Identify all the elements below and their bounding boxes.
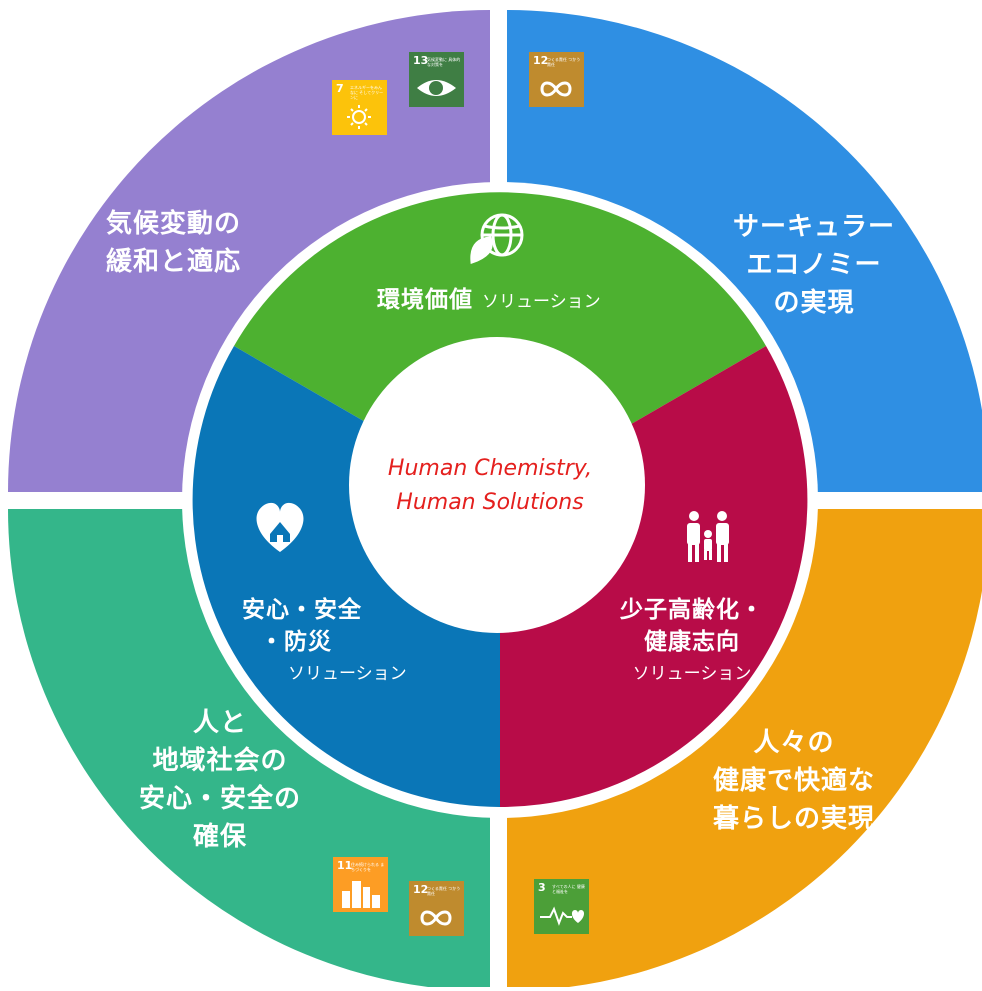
label-community-line2: 地域社会の xyxy=(152,746,288,776)
sdg-goal13-text: 気候変動に 具体的な対策を xyxy=(427,57,461,67)
infinity-icon xyxy=(540,81,572,97)
center-circle xyxy=(349,337,645,633)
label-climate: 気候変動の 緩和と適応 xyxy=(106,205,241,281)
sdg-goal7-number: 7 xyxy=(336,82,344,95)
sdg-goal11-tile: 11 住み続けられる まちづくりを xyxy=(333,857,388,912)
sdg-goal3-number: 3 xyxy=(538,881,546,894)
center-slogan: Human Chemistry, Human Solutions xyxy=(350,452,630,520)
sun-power-icon xyxy=(347,105,371,129)
label-safety-sub: ソリューション xyxy=(288,664,407,684)
sdg-goal12-top-tile: 12 つくる責任 つかう責任 xyxy=(529,52,584,107)
label-health-title2: 健康志向 xyxy=(644,629,740,655)
sdg-goal12-top-number: 12 xyxy=(533,54,549,67)
center-slogan-line2: Human Solutions xyxy=(396,490,584,515)
sdg-goal11-text: 住み続けられる まちづくりを xyxy=(351,862,385,872)
sdg-goal12-bottom-tile: 12 つくる責任 つかう責任 xyxy=(409,881,464,936)
label-climate-line2: 緩和と適応 xyxy=(106,247,242,277)
sdg-goal7-tile: 7 エネルギーをみんなに そしてクリーンに xyxy=(332,80,387,135)
label-safety-title1: 安心・安全 xyxy=(242,597,362,623)
label-environment: 環境価値 ソリューション xyxy=(377,284,601,318)
label-circular-line3: の実現 xyxy=(773,288,855,318)
heartbeat-icon xyxy=(540,906,585,926)
sdg-goal3-text: すべての人に 健康と福祉を xyxy=(552,884,585,894)
sdg-goal3-tile: 3 すべての人に 健康と福祉を xyxy=(534,879,589,934)
label-environment-sub: ソリューション xyxy=(482,292,601,312)
label-safety: 安心・安全 ・防災 ソリューション xyxy=(238,594,438,690)
infinity-icon xyxy=(420,910,452,926)
family-icon xyxy=(687,511,729,562)
sdg-goal11-number: 11 xyxy=(337,859,353,872)
label-wellbeing-line1: 人々の xyxy=(753,728,835,758)
label-safety-title2: ・防災 xyxy=(260,629,332,655)
eye-globe-icon xyxy=(417,80,456,96)
label-wellbeing: 人々の 健康で快適な 暮らしの実現 xyxy=(688,724,900,838)
label-circular: サーキュラー エコノミー の実現 xyxy=(728,208,900,322)
sdg-goal7-text: エネルギーをみんなに そしてクリーンに xyxy=(350,85,384,100)
label-community: 人と 地域社会の 安心・安全の 確保 xyxy=(118,704,322,856)
label-environment-title: 環境価値 xyxy=(377,287,473,313)
label-wellbeing-line3: 暮らしの実現 xyxy=(712,804,875,834)
label-community-line4: 確保 xyxy=(192,822,247,852)
sdg-goal13-number: 13 xyxy=(413,54,429,67)
label-circular-line1: サーキュラー xyxy=(732,212,895,242)
label-community-line3: 安心・安全の xyxy=(138,784,301,814)
globe-leaf-icon xyxy=(470,213,524,265)
buildings-icon xyxy=(342,881,380,908)
label-circular-line2: エコノミー xyxy=(746,250,882,280)
label-wellbeing-line2: 健康で快適な xyxy=(712,766,875,796)
label-health-sub: ソリューション xyxy=(632,664,752,684)
label-health: 少子高齢化・ 健康志向 ソリューション xyxy=(604,594,780,690)
heart-house-icon xyxy=(256,502,304,552)
label-community-line1: 人と xyxy=(192,708,247,738)
center-slogan-line1: Human Chemistry, xyxy=(387,456,593,481)
sdg-goal12-top-text: つくる責任 つかう責任 xyxy=(547,57,581,67)
label-climate-line1: 気候変動の xyxy=(106,209,242,239)
label-health-title1: 少子高齢化・ xyxy=(620,597,764,623)
sdg-goal12-bottom-number: 12 xyxy=(413,883,429,896)
sdg-goal12-bottom-text: つくる責任 つかう責任 xyxy=(427,886,461,896)
sdg-goal13-tile: 13 気候変動に 具体的な対策を xyxy=(409,52,464,107)
